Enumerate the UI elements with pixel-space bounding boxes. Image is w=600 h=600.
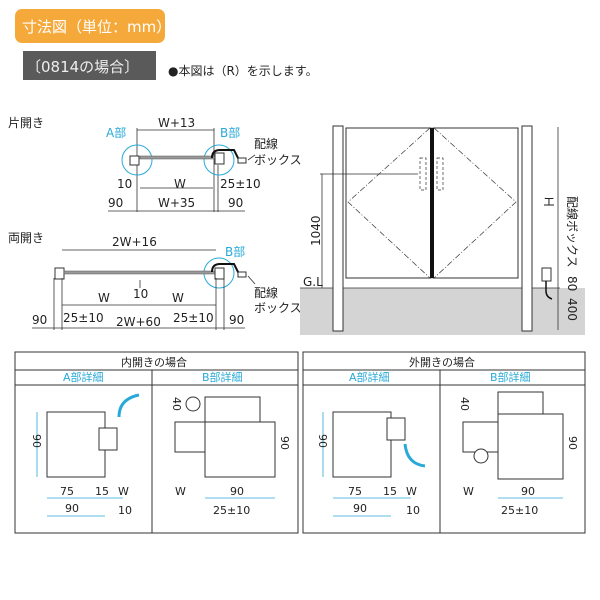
b-detail-title: B部詳細 — [202, 370, 243, 384]
title-badge: 寸法図（単位：mm） — [15, 9, 171, 43]
dim-90-bottom: 90 — [65, 502, 79, 515]
dim-25-left: 25±10 — [63, 311, 104, 325]
b-detail-title: B部詳細 — [490, 370, 531, 384]
swing-arrow-icon — [403, 443, 426, 468]
dim-40: 40 — [170, 397, 183, 411]
box-label-2: ボックス — [254, 153, 302, 167]
dim-90: 90 — [278, 436, 291, 450]
dim-10: 10 — [117, 177, 132, 191]
dim-10: 10 — [118, 504, 132, 517]
note-text: ●本図は（R）を示します。 — [168, 64, 318, 78]
detail-panel-inward: 内開きの場合 A部詳細 B部詳細 90 75 15 W 90 10 40 90 … — [14, 351, 299, 534]
dim-15: 15 — [383, 485, 397, 498]
dim-40: 40 — [458, 397, 471, 411]
title-text: 寸法図（単位：mm） — [22, 18, 171, 36]
double-title: 両開き — [8, 231, 44, 245]
dim-w: W — [118, 485, 129, 498]
dim-2w60: 2W+60 — [116, 315, 161, 329]
dim-90-bottom: 90 — [521, 485, 535, 498]
gl-label: G.L — [303, 275, 323, 289]
part-a-label: A部 — [106, 125, 126, 140]
box-label-1: 配線 — [254, 136, 278, 151]
height-h: エ — [543, 195, 555, 209]
dim-w-right: W — [172, 291, 184, 305]
dim-w: W — [463, 485, 474, 498]
panel-title: 外開きの場合 — [409, 355, 475, 369]
a-detail-title: A部詳細 — [63, 370, 104, 384]
dim-90-left: 90 — [32, 313, 47, 327]
dim-10: 10 — [406, 504, 420, 517]
model-badge: 〔0814の場合〕 — [23, 51, 156, 80]
single-title: 片開き — [8, 116, 44, 130]
part-b-label: B部 — [225, 244, 245, 259]
model-text: 〔0814の場合〕 — [26, 58, 139, 76]
dim-75: 75 — [348, 485, 362, 498]
part-a-circle — [121, 144, 153, 176]
height-1040: 1040 — [309, 215, 323, 246]
box-label-2: ボックス — [254, 301, 302, 315]
dim-25: 25±10 — [220, 177, 261, 191]
single-swing-plan: 片開き A部 W+13 B部 配線 ボックス 10 W 25±10 90 W+3… — [8, 116, 302, 212]
dim-w: W — [174, 177, 186, 191]
part-b-label: B部 — [220, 125, 240, 140]
dim-10: 10 — [133, 287, 148, 301]
dim-90-right: 90 — [228, 196, 243, 210]
detail-panel-outward: 外開きの場合 A部詳細 B部詳細 90 75 15 W 90 10 40 90 … — [302, 351, 586, 534]
post-left — [332, 125, 344, 332]
dim-25: 25±10 — [501, 504, 538, 517]
dim-15: 15 — [95, 485, 109, 498]
swing-arrow-icon — [117, 393, 140, 418]
box-label: 配線ボックス — [565, 196, 580, 268]
wiring-box — [541, 267, 552, 282]
double-swing-plan: 両開き 2W+16 B部 配線 ボックス W 10 W 90 25±10 2W+… — [8, 231, 302, 330]
ground — [300, 288, 585, 335]
dim-90: 90 — [566, 436, 579, 450]
dim-80: 80 — [565, 276, 579, 291]
dim-90-right: 90 — [229, 313, 244, 327]
dim-25: 25±10 — [213, 504, 250, 517]
dim-75: 75 — [60, 485, 74, 498]
double-top-dim: 2W+16 — [112, 235, 157, 249]
dim-400: 400 — [565, 298, 579, 321]
panel-title: 内開きの場合 — [121, 355, 187, 369]
dim-90: 90 — [30, 434, 43, 448]
wiring-box — [237, 157, 247, 164]
dim-w: W — [406, 485, 417, 498]
dim-w35: W+35 — [158, 196, 195, 210]
part-b-circle — [203, 144, 235, 176]
dim-90: 90 — [316, 434, 329, 448]
dim-25-right: 25±10 — [173, 311, 214, 325]
box-label-1: 配線 — [254, 285, 278, 300]
gate-leaf-right — [432, 127, 519, 279]
single-top-dim: W+13 — [158, 116, 195, 130]
wiring-box — [237, 271, 247, 278]
a-detail-title: A部詳細 — [349, 370, 390, 384]
dim-w: W — [175, 485, 186, 498]
gate-leaf-left — [345, 127, 432, 279]
dim-w-left: W — [98, 291, 110, 305]
dim-90-bottom: 90 — [353, 502, 367, 515]
dim-90-bottom: 90 — [230, 485, 244, 498]
post-right — [521, 125, 533, 332]
dim-90-left: 90 — [108, 196, 123, 210]
front-elevation: 1040 G.L エ 配線ボックス 80 400 — [300, 125, 585, 335]
